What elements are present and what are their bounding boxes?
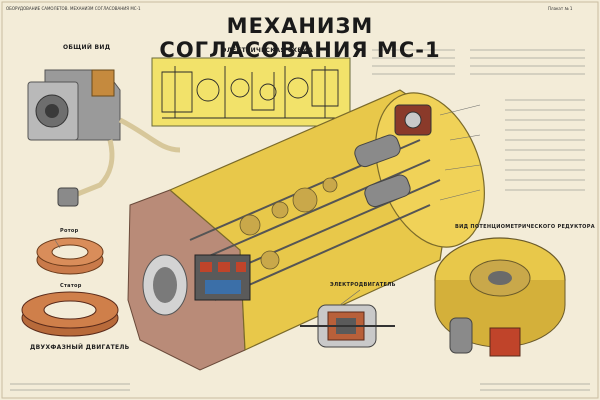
poster-title: МЕХАНИЗМ СОГЛАСОВАНИЯ МС-1: [159, 14, 441, 62]
top-left-note: ОБОРУДОВАНИЕ САМОЛЕТОВ. МЕХАНИЗМ СОГЛАСО…: [6, 6, 141, 11]
top-right-note: Плакат № 1: [548, 6, 573, 11]
label-bottom-caption: ДВУХФАЗНЫЙ ДВИГАТЕЛЬ: [30, 344, 130, 351]
label-general-view: ОБЩИЙ ВИД: [63, 44, 111, 51]
label-electrical-scheme: ЭЛЕКТРИЧЕСКАЯ СХЕМА: [222, 47, 313, 54]
general-view-unit: [27, 69, 181, 207]
potentiometer-assembly: [434, 237, 566, 357]
coil-components: [21, 237, 119, 337]
label-potentiometer-assembly: ВИД ПОТЕНЦИОМЕТРИЧЕСКОГО РЕДУКТОРА: [455, 224, 595, 230]
label-coil-lower: Статор: [60, 283, 82, 289]
motor-cutaway: [300, 304, 395, 348]
main-cutaway-assembly: [127, 89, 485, 371]
electrical-scheme-panel: [151, 57, 351, 127]
label-coil-upper: Ротор: [60, 228, 79, 234]
label-motor-cutaway: ЭЛЕКТРОДВИГАТЕЛЬ: [330, 282, 396, 288]
